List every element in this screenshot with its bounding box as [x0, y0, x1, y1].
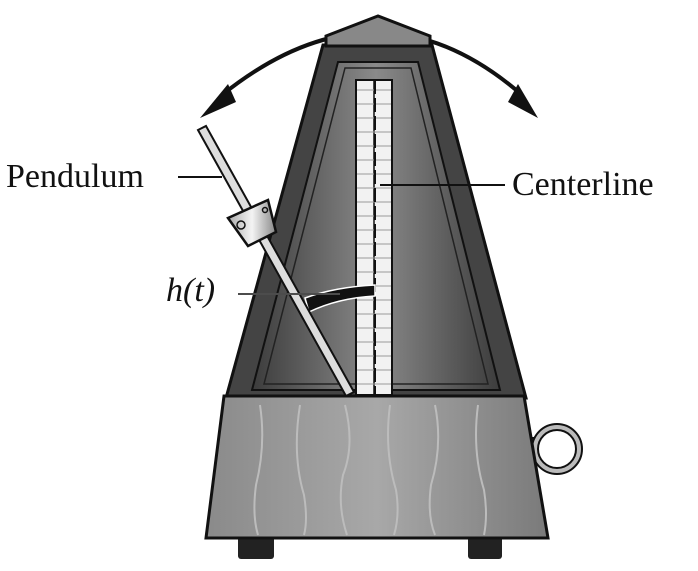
arrowhead-left-icon: [200, 84, 236, 118]
height-label: h(t): [166, 272, 216, 309]
wooden-base: [204, 394, 550, 540]
foot-right: [468, 535, 502, 559]
pendulum: [196, 124, 356, 398]
wood-grain: [253, 404, 487, 536]
foot-left: [238, 535, 274, 559]
arrowhead-right-icon: [508, 84, 538, 118]
centerline-label: Centerline: [512, 166, 654, 203]
pendulum-label: Pendulum: [6, 158, 144, 195]
top-cap: [324, 14, 432, 48]
tempo-scale: [355, 79, 393, 396]
height-band: [304, 284, 376, 314]
pendulum-weight: [226, 198, 278, 248]
